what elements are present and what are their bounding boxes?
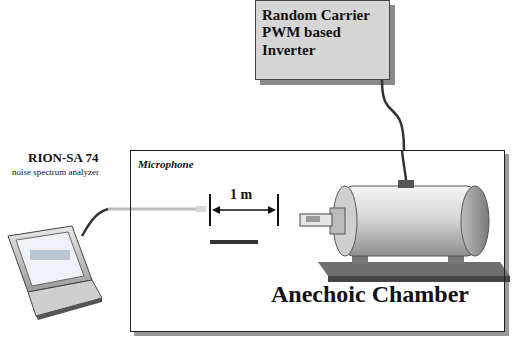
anechoic-chamber: Anechoic Chamber: [130, 150, 505, 332]
inverter-title: Random Carrier PWM based Inverter: [262, 7, 383, 59]
distance-label: 1 m: [230, 187, 252, 203]
cable: [382, 80, 404, 150]
chamber-title: Anechoic Chamber: [271, 281, 469, 309]
analyzer-name: RION-SA 74: [28, 150, 98, 166]
inverter-box: Random Carrier PWM based Inverter: [255, 0, 390, 80]
microphone-label: Microphone: [138, 158, 194, 170]
analyzer-desc: noise spectrum analyzer: [12, 167, 99, 177]
